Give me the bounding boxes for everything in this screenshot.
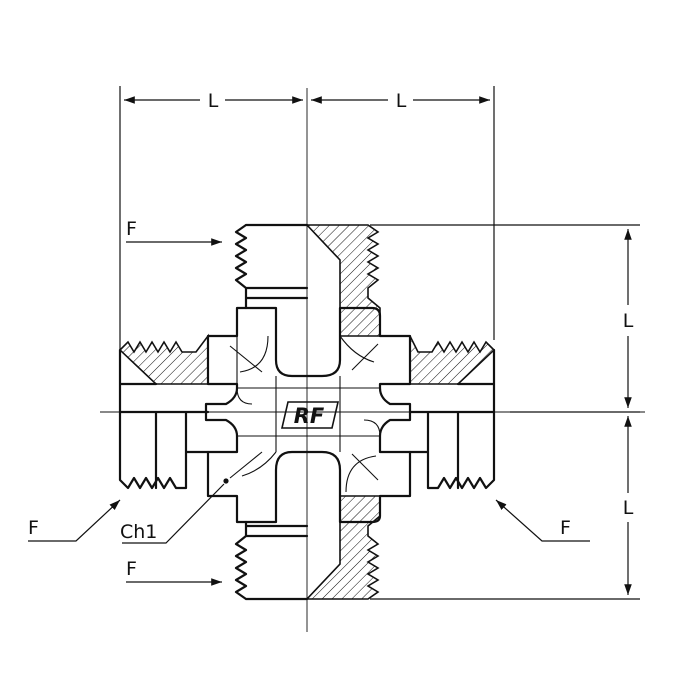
bottom-port [234,495,381,601]
callout-chamfer: Ch1 [120,483,225,544]
callout-port-top: F [126,218,222,246]
rf-logo: RF [280,401,340,429]
callout-port-right: F [495,499,590,542]
dim-label-top-right: L [396,90,407,112]
extension-lines [119,86,640,600]
chamfer-point [223,478,229,484]
right-port [408,335,496,490]
logo-text: RF [294,404,325,428]
dimension-right-upper: L [623,229,634,408]
label-port-top: F [126,218,137,240]
dimension-top-left: L [124,90,303,112]
left-port [118,333,210,490]
callout-port-bottom: F [126,558,222,586]
callout-port-left: F [28,499,121,542]
dim-label-right-upper: L [623,310,634,332]
dim-label-right-lower: L [623,497,634,519]
dimension-top-right: L [311,90,490,112]
label-chamfer: Ch1 [120,521,157,543]
label-port-left: F [28,517,39,539]
label-port-right: F [560,517,571,539]
label-port-bottom: F [126,558,137,580]
dimension-right-lower: L [623,416,634,595]
top-port [234,223,381,337]
dim-label-top-left: L [208,90,219,112]
